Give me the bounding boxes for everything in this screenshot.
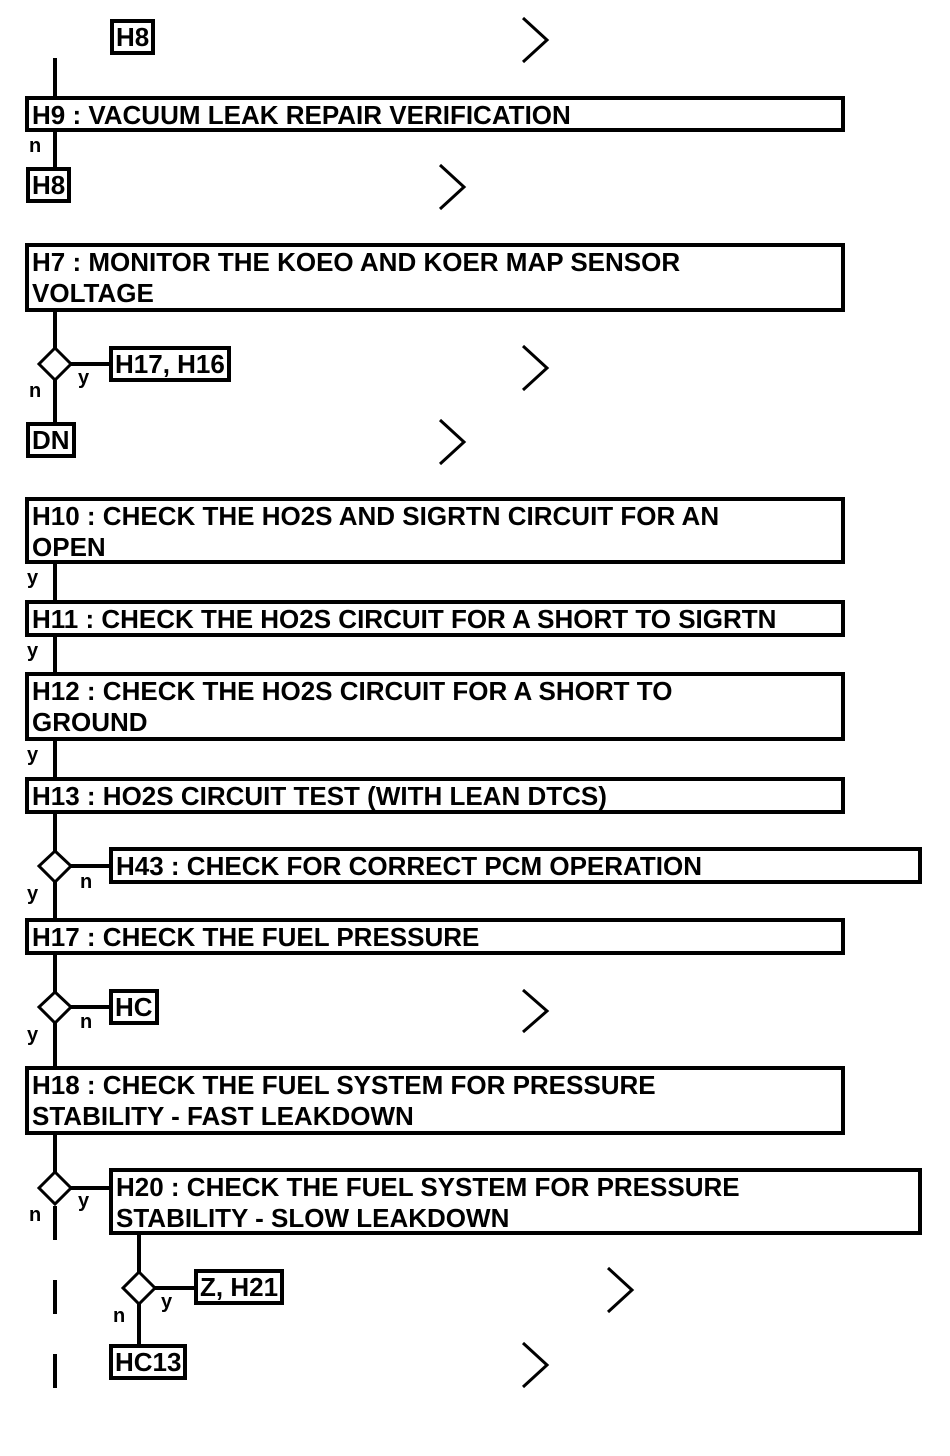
ref-box-dn: DN [26, 422, 76, 458]
branch-label-yes: y [27, 640, 39, 662]
chevron-right-icon [521, 16, 550, 64]
branch-label-no: n [29, 1204, 42, 1226]
chevron-right-icon [522, 988, 550, 1034]
chevron-right-icon [606, 1266, 635, 1314]
branch-label-yes: y [78, 1190, 90, 1212]
decision-diamond [36, 989, 74, 1026]
branch-label-yes: y [27, 883, 39, 905]
decision-diamond [36, 1169, 74, 1207]
step-box-h13: H13 : HO2S CIRCUIT TEST (WITH LEAN DTCS) [25, 777, 845, 814]
step-box-h9: H9 : VACUUM LEAK REPAIR VERIFICATION [25, 96, 845, 132]
branch-label-no: n [80, 871, 93, 893]
branch-label-no: n [113, 1305, 126, 1327]
ref-box-h8: H8 [26, 167, 72, 203]
chevron-right-icon [521, 1341, 550, 1389]
decision-diamond [120, 1269, 158, 1307]
branch-label-no: n [29, 135, 42, 157]
step-box-h18: H18 : CHECK THE FUEL SYSTEM FOR PRESSURE… [25, 1066, 845, 1135]
branch-label-yes: y [27, 744, 39, 766]
decision-diamond [36, 848, 74, 885]
branch-label-no: n [80, 1011, 93, 1033]
ref-box-h17-h16: H17, H16 [109, 346, 231, 382]
step-box-h10: H10 : CHECK THE HO2S AND SIGRTN CIRCUIT … [25, 497, 845, 564]
branch-label-yes: y [27, 1024, 39, 1046]
branch-label-yes: y [78, 367, 90, 389]
ref-box-z-h21: Z, H21 [194, 1269, 285, 1305]
step-box-h20: H20 : CHECK THE FUEL SYSTEM FOR PRESSURE… [109, 1168, 922, 1235]
step-box-h17: H17 : CHECK THE FUEL PRESSURE [25, 918, 845, 955]
step-box-h43: H43 : CHECK FOR CORRECT PCM OPERATION [109, 847, 922, 884]
branch-label-no: n [29, 380, 42, 402]
step-box-h12: H12 : CHECK THE HO2S CIRCUIT FOR A SHORT… [25, 672, 845, 741]
branch-label-yes: y [27, 567, 39, 589]
step-box-h7: H7 : MONITOR THE KOEO AND KOER MAP SENSO… [25, 243, 845, 312]
step-box-h11: H11 : CHECK THE HO2S CIRCUIT FOR A SHORT… [25, 600, 845, 637]
branch-label-yes: y [161, 1291, 173, 1313]
chevron-right-icon [438, 163, 467, 211]
ref-box-hc13: HC13 [109, 1344, 188, 1380]
chevron-right-icon [438, 418, 467, 466]
decision-diamond [36, 345, 74, 383]
chevron-right-icon [521, 344, 550, 392]
ref-box-hc: HC [109, 989, 159, 1025]
ref-box-h8-top: H8 [110, 19, 156, 55]
